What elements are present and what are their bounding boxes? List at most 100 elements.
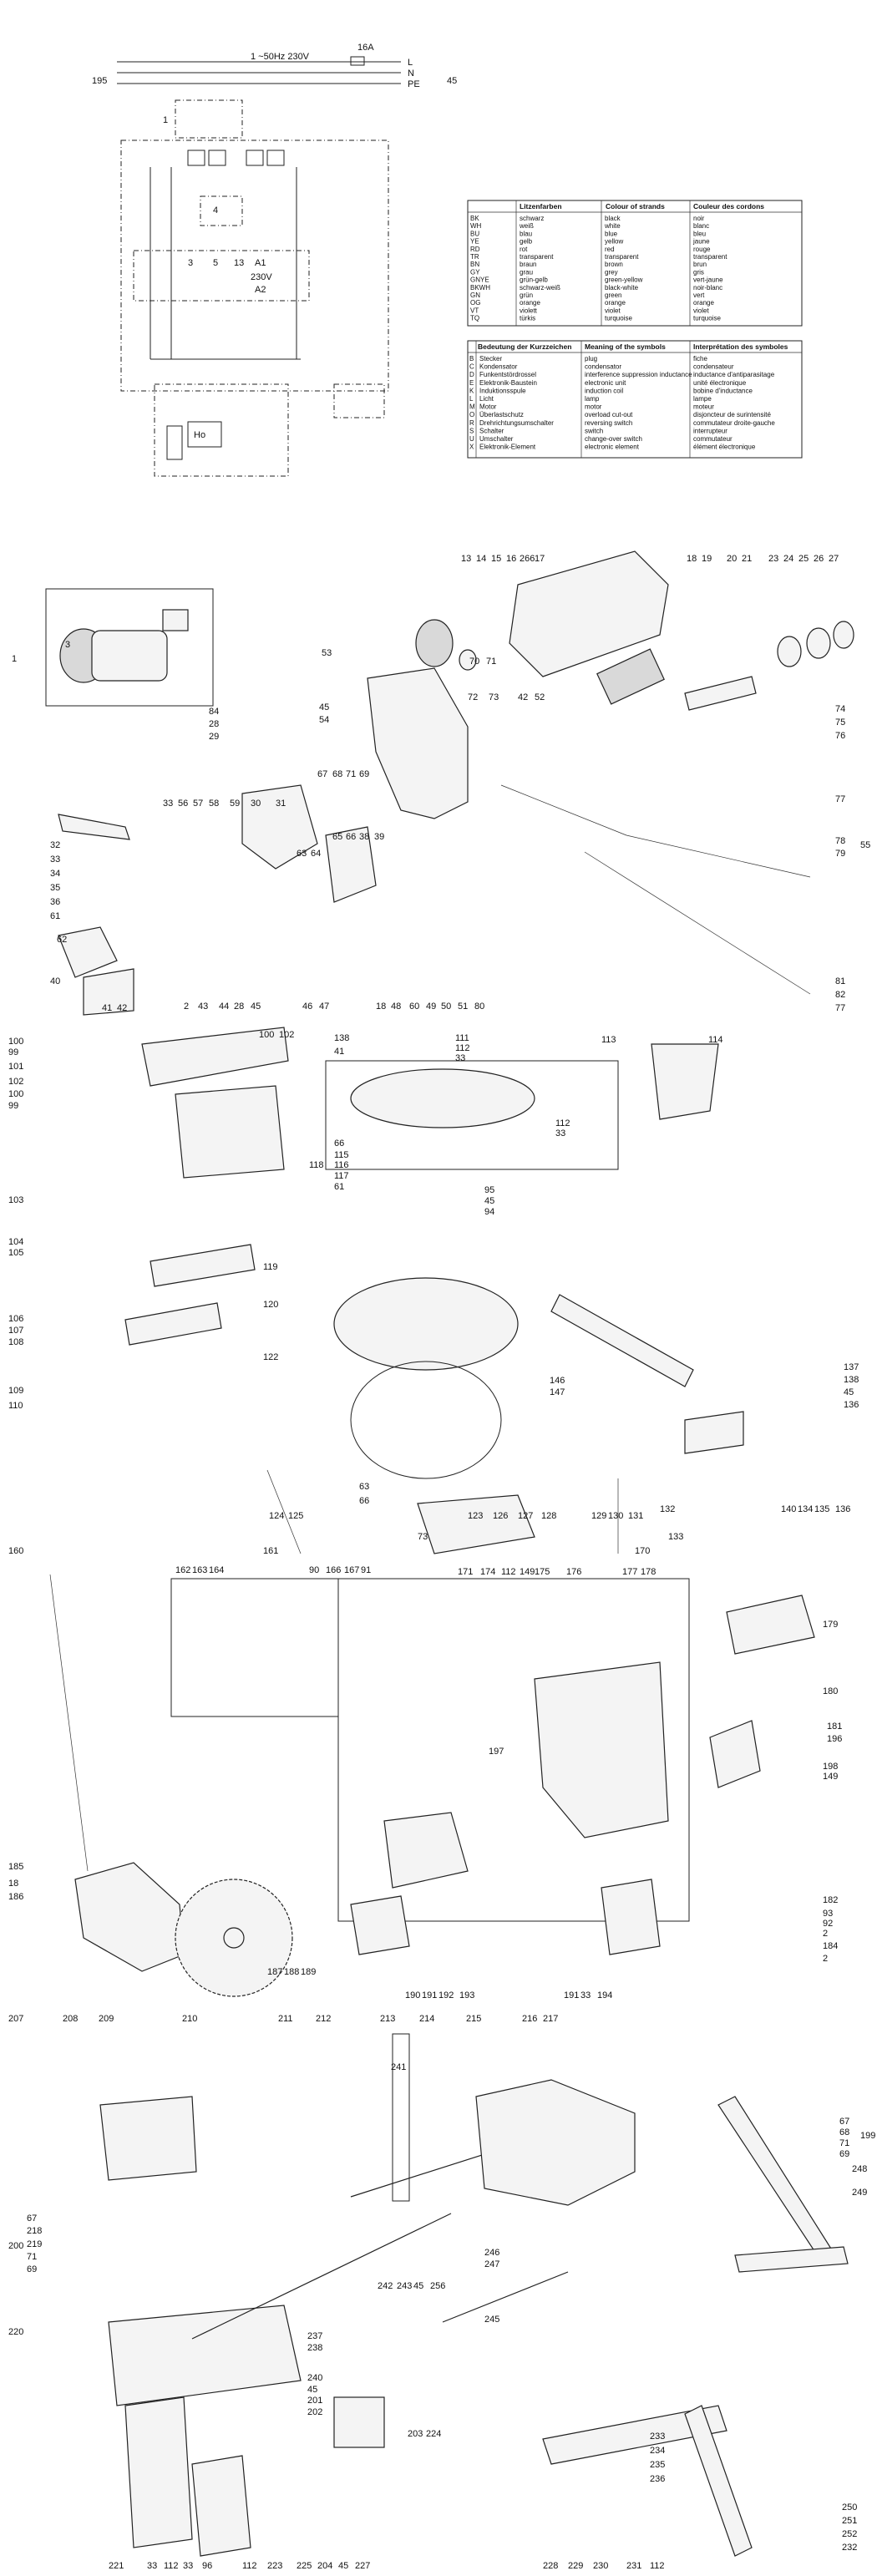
pulley	[415, 619, 454, 667]
line-L: L	[408, 58, 413, 68]
part-number-label: 171	[458, 1567, 473, 1577]
part-number-label: 134	[798, 1504, 813, 1514]
part-number-label: 249	[852, 2188, 867, 2198]
part-number-label: 71	[486, 657, 496, 667]
part-number-label: 113	[601, 1035, 616, 1045]
part-number-label: 96	[202, 2561, 212, 2571]
part-number-label: 177	[622, 1567, 637, 1577]
upper-guard	[534, 1661, 669, 1838]
part-number-label: 71	[839, 2138, 849, 2148]
symbol-cell: plug	[585, 355, 597, 363]
colour-cell: TR	[470, 253, 479, 261]
colour-cell: noir	[693, 215, 705, 222]
colour-cell: yellow	[605, 238, 623, 246]
designator-3: 3	[188, 258, 193, 268]
part-number-label: 125	[288, 1511, 303, 1521]
symbol-cell: O	[469, 411, 474, 418]
part-number-label: 108	[8, 1337, 23, 1347]
colour-cell: BN	[470, 261, 479, 268]
part-number-label: 221	[109, 2561, 124, 2571]
designator-A2: A2	[255, 285, 266, 295]
turntable	[350, 1068, 535, 1128]
part-number-label: 114	[708, 1035, 723, 1045]
part-number-label: 116	[334, 1160, 349, 1170]
part-number-label: 238	[307, 2343, 322, 2353]
part-number-label: 233	[650, 2431, 665, 2442]
part-number-label: 128	[541, 1511, 556, 1521]
part-number-label: 76	[835, 731, 845, 741]
colour-cell: green-yellow	[605, 276, 643, 284]
part-number-label: 29	[209, 732, 219, 742]
part-number-label: 56	[178, 799, 188, 809]
colour-cell: black	[605, 215, 621, 222]
part-number-label: 99	[8, 1101, 18, 1111]
part-number-label: 32	[50, 840, 60, 850]
part-number-label: 208	[63, 2014, 78, 2024]
part-number-label: 71	[346, 769, 356, 779]
part-number-label: 47	[319, 1001, 329, 1012]
part-number-label: 81	[835, 976, 845, 986]
colour-cell: turquoise	[693, 315, 721, 322]
part-number-label: 211	[278, 2014, 293, 2024]
part-number-label: 133	[668, 1532, 683, 1542]
symbol-cell: commutateur	[693, 435, 733, 443]
symbol-cell: U	[469, 435, 474, 443]
symbol-cell: moteur	[693, 403, 714, 411]
part-number-label: 178	[641, 1567, 656, 1577]
part-number-label: 207	[8, 2014, 23, 2024]
part-number-label: 176	[566, 1567, 581, 1577]
part-number-label: 202	[307, 2407, 322, 2417]
symbol-header-fr: Interprétation des symboles	[693, 342, 788, 351]
part-number-label: 136	[835, 1504, 850, 1514]
part-number-label: 236	[650, 2474, 665, 2484]
colour-cell: rouge	[693, 246, 711, 253]
part-number-label: 21	[742, 554, 752, 564]
part-number-label: 60	[409, 1001, 419, 1012]
part-number-label: 77	[835, 794, 845, 804]
colour-cell: violet	[605, 307, 621, 314]
part-number-label: 79	[835, 849, 845, 859]
part-number-label: 67	[839, 2117, 849, 2127]
part-number-label: 192	[438, 1990, 454, 2000]
colour-cell: grau	[520, 268, 533, 276]
symbol-cell: C	[469, 363, 474, 371]
part-number-label: 80	[474, 1001, 484, 1012]
fuse-symbol	[350, 56, 365, 66]
part-number-label: 67	[317, 769, 327, 779]
symbol-cell: élément électronique	[693, 444, 756, 451]
part-number-label: 45	[413, 2281, 423, 2291]
part-number-label: 131	[628, 1511, 643, 1521]
symbol-table: Bedeutung der Kurzzeichen Meaning of the…	[467, 340, 803, 459]
part-number-label: 218	[27, 2226, 42, 2236]
part-number-label: 27	[829, 554, 839, 564]
part-number-label: 266	[520, 554, 535, 564]
part-number-label: 84	[209, 707, 219, 717]
part-number-label: 51	[458, 1001, 468, 1012]
colour-cell: braun	[520, 261, 536, 268]
part-number-label: 149	[520, 1567, 535, 1577]
part-number-label: 45	[307, 2385, 317, 2395]
part-number-label: 93	[823, 1909, 833, 1919]
symbol-header-en: Meaning of the symbols	[585, 342, 666, 351]
symbol-cell: L	[469, 395, 474, 403]
part-number-label: 234	[650, 2446, 665, 2456]
part-number-label: 112	[164, 2561, 179, 2571]
part-number-label: 2	[823, 1954, 828, 1964]
section-stand	[99, 2033, 849, 2557]
part-number-label: 94	[484, 1207, 494, 1217]
colour-cell: transparent	[605, 253, 639, 261]
part-number-label: 119	[263, 1262, 278, 1272]
symbol-cell: Elektronik-Element	[479, 444, 536, 451]
symbol-cell: Überlastschutz	[479, 411, 524, 418]
symbol-cell: disjoncteur de surintensité	[693, 411, 771, 418]
symbol-cell: unité électronique	[693, 379, 747, 387]
part-number-label: 59	[230, 799, 240, 809]
part-number-label: 33	[50, 854, 60, 865]
part-number-label: 30	[251, 799, 261, 809]
dust-spout	[651, 1043, 719, 1120]
lower-guard	[74, 1862, 185, 1972]
colour-cell: brun	[693, 261, 707, 268]
part-number-label: 187	[267, 1967, 282, 1977]
part-number-label: 74	[835, 704, 845, 714]
